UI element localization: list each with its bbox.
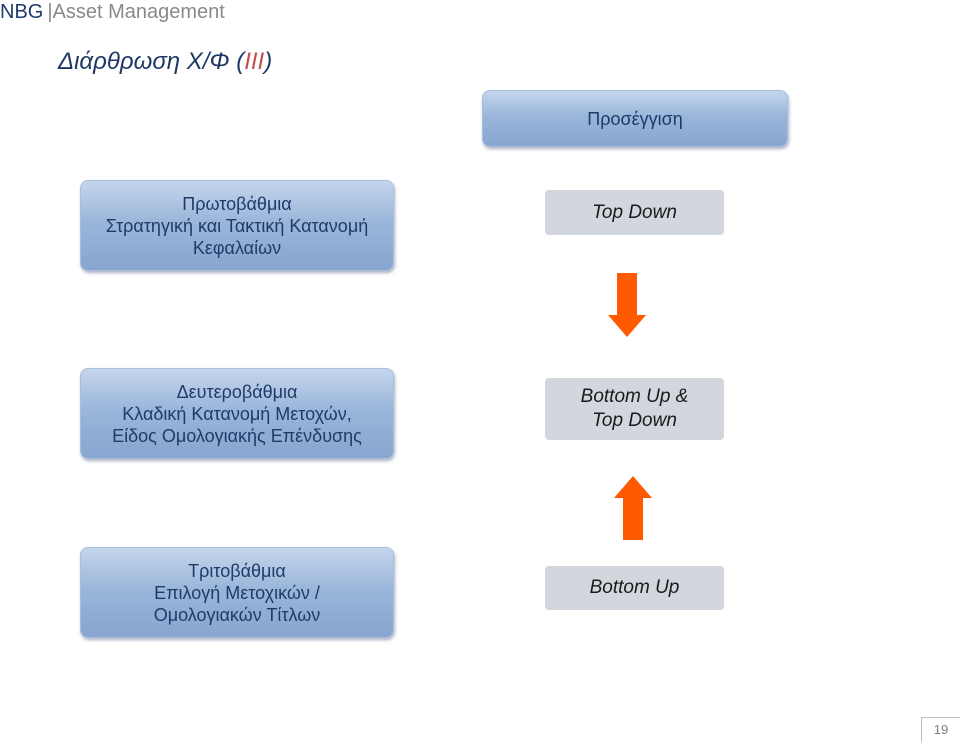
level-tertiary-line-1: Τριτοβάθμια: [188, 560, 286, 581]
approach-tag-top-down: Top Down: [545, 190, 724, 235]
level-secondary-line-1: Δευτεροβάθμια: [176, 381, 298, 402]
level-primary-line-1: Πρωτοβάθμια: [182, 193, 292, 214]
brand-logo: NBG: [0, 1, 44, 23]
header-subtitle: Asset Management: [52, 1, 225, 23]
arrow-up-icon: [614, 476, 652, 540]
level-tertiary-line-3: Ομολογιακών Τίτλων: [153, 604, 321, 625]
approach-tag-bottom-up-line-1: Bottom Up: [589, 577, 680, 598]
title-close: ): [264, 48, 273, 75]
level-secondary-line-3: Είδος Ομολογιακής Επένδυσης: [112, 425, 362, 446]
level-tertiary-line-2: Επιλογή Μετοχικών /: [154, 582, 320, 603]
level-secondary-line-2: Κλαδική Κατανομή Μετοχών,: [122, 403, 352, 424]
level-primary-line-3: Κεφαλαίων: [192, 237, 282, 258]
approach-tag-mixed-line-1: Bottom Up &: [580, 386, 689, 407]
title-accent: III: [244, 48, 265, 75]
arrow-down-icon: [608, 273, 646, 337]
approach-tag-mixed: Bottom Up & Top Down: [545, 378, 724, 440]
level-box-tertiary: Τριτοβάθμια Επιλογή Μετοχικών / Ομολογια…: [80, 547, 394, 638]
page-number: 19: [921, 717, 960, 742]
approach-tag-top-down-line-1: Top Down: [592, 201, 677, 223]
title-main: Διάρθρωση Χ/Φ (: [58, 48, 245, 75]
page-title: Διάρθρωση Χ/Φ (III): [58, 48, 272, 76]
approach-header-label: Προσέγγιση: [587, 108, 683, 129]
level-box-secondary: Δευτεροβάθμια Κλαδική Κατανομή Μετοχών, …: [80, 368, 394, 459]
header: NBG|Asset Management: [0, 0, 225, 24]
level-box-primary: Πρωτοβάθμια Στρατηγική και Τακτική Καταν…: [80, 180, 394, 271]
level-primary-line-2: Στρατηγική και Τακτική Κατανομή: [105, 215, 369, 236]
approach-tag-bottom-up: Bottom Up: [545, 566, 724, 610]
approach-tag-mixed-line-2: Top Down: [592, 410, 677, 431]
approach-header-box: Προσέγγιση: [482, 90, 788, 147]
header-separator: |: [47, 1, 53, 23]
